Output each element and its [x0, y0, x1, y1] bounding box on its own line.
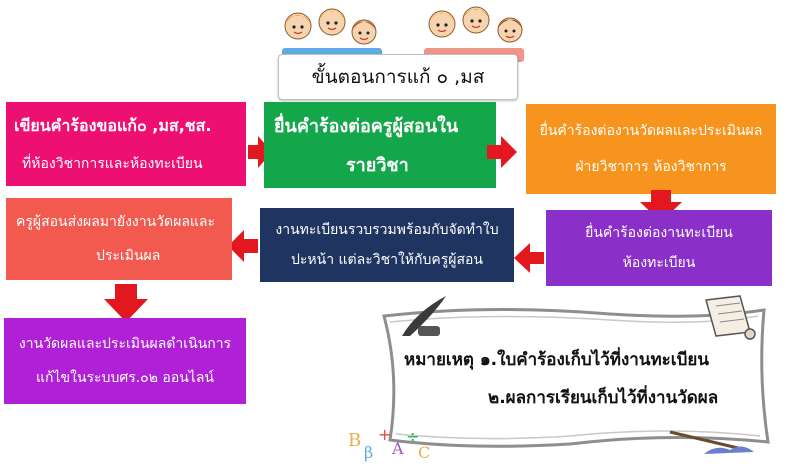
note-frame [382, 307, 770, 448]
svg-text:A: A [391, 439, 404, 458]
step-2-box: ยื่นคำร้องต่อครูผู้สอนใน รายวิชา [264, 102, 496, 188]
step-1-line-2: ที่ห้องวิชาการและห้องทะเบียน [22, 155, 203, 172]
svg-text:B: B [348, 430, 361, 451]
arrow-down-icon [104, 284, 148, 322]
step-5-box: งานทะเบียนรวบรวมพร้อมกับจัดทำใบ ปะหน้า แ… [260, 208, 514, 282]
step-6-line-1: ครูผู้สอนส่งผลมายังงานวัดผลและ [16, 214, 216, 230]
step-3-line-1: ยื่นคำร้องต่องานวัดผลและประเมินผล [539, 123, 763, 139]
step-4-line-2: ห้องทะเบียน [622, 255, 696, 271]
page-title-text: ขั้นตอนการแก้ ๐ ,มส [311, 66, 485, 88]
arrow-right-icon [248, 136, 272, 168]
step-2-line-1: ยื่นคำร้องต่อครูผู้สอนใน [274, 116, 459, 137]
step-7-line-1: งานวัดผลและประเมินผลดำเนินการ [18, 336, 232, 352]
page-title: ขั้นตอนการแก้ ๐ ,มส [278, 54, 518, 100]
svg-text:÷: ÷ [406, 427, 419, 446]
svg-text:C: C [418, 443, 430, 462]
arrow-left-icon [514, 243, 544, 273]
arrow-down-icon [640, 190, 682, 222]
step-1-line-1: เขียนคำร้องขอแก้๐ ,มส,ชส. [14, 115, 212, 135]
step-3-box: ยื่นคำร้องต่องานวัดผลและประเมินผล ฝ่ายวิ… [526, 104, 776, 194]
arrow-left-icon [228, 230, 258, 262]
arrow-right-icon [487, 136, 517, 168]
step-4-box: ยื่นคำร้องต่องานทะเบียน ห้องทะเบียน [546, 210, 772, 286]
note-line-2: ๒.ผลการเรียนเก็บไว้ที่งานวัดผล [488, 388, 719, 408]
step-5-line-1: งานทะเบียนรวบรวมพร้อมกับจัดทำใบ [275, 222, 499, 238]
step-7-line-2: แก้ไขในระบบศร.๐๒ ออนไลน์ [36, 370, 214, 386]
svg-text:β: β [364, 443, 373, 462]
math-symbols-icon: B β + A ÷ C [348, 425, 430, 462]
pencil-icon [669, 430, 754, 454]
svg-text:+: + [378, 425, 391, 444]
step-3-line-2: ฝ่ายวิชาการ ห้องวิชาการ [575, 159, 727, 175]
step-6-line-2: ประเมินผล [96, 248, 161, 264]
step-5-line-2: ปะหน้า แต่ละวิชาให้กับครูผู้สอน [291, 252, 483, 268]
step-1-box: เขียนคำร้องขอแก้๐ ,มส,ชส. ที่ห้องวิชาการ… [6, 102, 246, 186]
quill-pen-icon [402, 296, 446, 336]
step-4-line-1: ยื่นคำร้องต่องานทะเบียน [585, 225, 733, 241]
step-6-box: ครูผู้สอนส่งผลมายังงานวัดผลและ ประเมินผล [6, 198, 232, 280]
scroll-icon [705, 295, 756, 340]
note-line-1: หมายเหตุ ๑.ใบคำร้องเก็บไว้ที่งานทะเบียน [404, 350, 709, 370]
step-2-line-2: รายวิชา [346, 155, 409, 176]
step-7-box: งานวัดผลและประเมินผลดำเนินการ แก้ไขในระบ… [4, 318, 246, 404]
